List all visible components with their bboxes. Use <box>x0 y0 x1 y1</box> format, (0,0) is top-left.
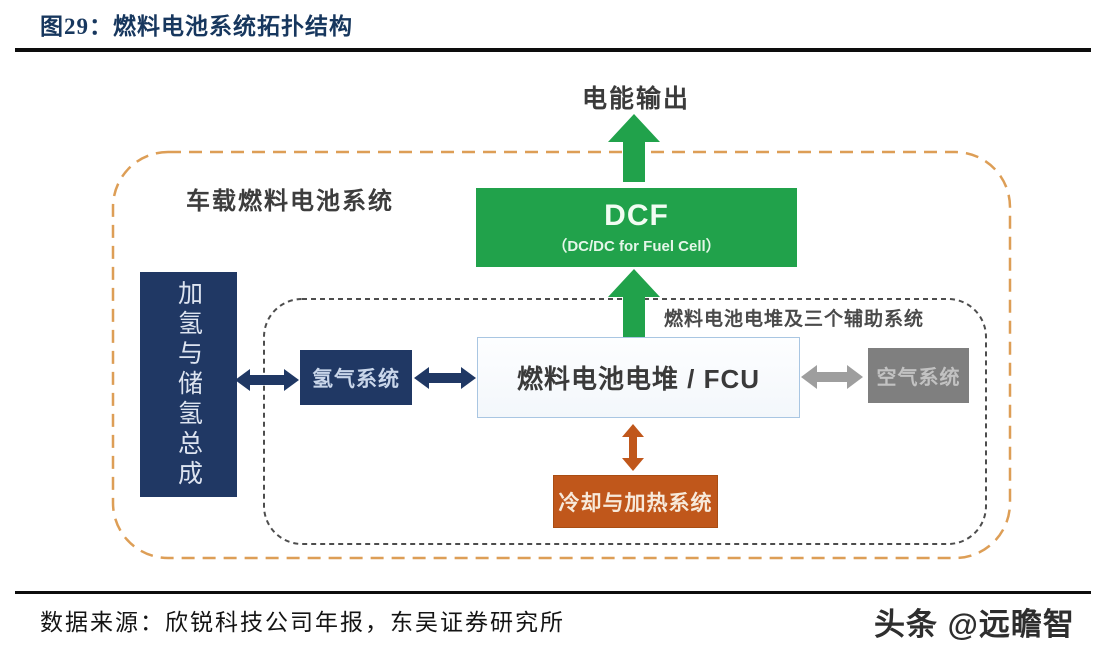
arrow-storage-hydrogen-shape <box>235 369 299 391</box>
data-source-text: 数据来源：欣锐科技公司年报，东吴证券研究所 <box>40 610 565 635</box>
arrow-stack-cooling <box>622 424 644 471</box>
figure-title: 图29：燃料电池系统拓扑结构 <box>40 14 353 39</box>
electric-output-label: 电能输出 <box>581 85 690 113</box>
arrow-storage-hydrogen <box>235 369 299 391</box>
arrow-stack-cooling-shape <box>622 424 644 471</box>
arrow-stack-air-shape <box>801 365 863 389</box>
arrow-hydrogen-stack-shape <box>414 367 476 389</box>
vehicle-system-label: 车载燃料电池系统 <box>186 188 394 215</box>
stack-aux-label: 燃料电池电堆及三个辅助系统 <box>664 309 925 330</box>
dcf-title: DCF <box>604 199 669 232</box>
bottom-divider <box>15 591 1091 594</box>
cooling-system-node: 冷却与加热系统 <box>553 475 718 528</box>
arrow-dcf-to-output <box>608 114 660 182</box>
hydrogen-storage-label: 加氢与储氢总成 <box>174 279 203 490</box>
arrow-stack-air <box>801 365 863 389</box>
arrow-hydrogen-stack <box>414 367 476 389</box>
dcf-subtitle: （DC/DC for Fuel Cell） <box>552 238 721 255</box>
fuel-cell-stack-node: 燃料电池电堆 / FCU <box>477 337 800 418</box>
arrow-stack-to-dcf-shape <box>608 269 660 337</box>
vehicle-system-boundary-rect <box>111 150 1012 560</box>
arrow-dcf-to-output-shape <box>608 114 660 182</box>
hydrogen-storage-node: 加氢与储氢总成 <box>140 272 237 497</box>
dcf-node: DCF （DC/DC for Fuel Cell） <box>476 188 797 267</box>
watermark-text: 头条 @远瞻智库 <box>874 607 1075 642</box>
top-divider <box>15 48 1091 52</box>
air-system-node: 空气系统 <box>868 348 969 403</box>
hydrogen-system-node: 氢气系统 <box>300 350 412 405</box>
vehicle-system-boundary <box>111 150 1012 560</box>
arrow-stack-to-dcf <box>608 269 660 337</box>
